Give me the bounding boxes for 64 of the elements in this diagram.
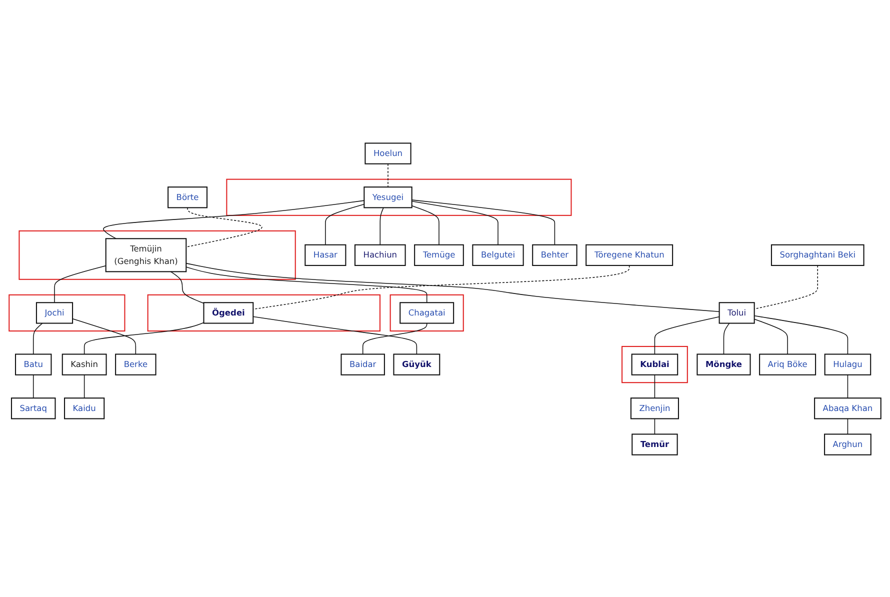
- node-box: Tolui: [718, 302, 755, 324]
- node-box: Baidar: [340, 353, 385, 375]
- connector: [754, 318, 788, 354]
- connector: [32, 374, 34, 398]
- node-box: Yesugei: [364, 186, 412, 208]
- connector: [754, 314, 848, 354]
- node-box: Ögedei: [203, 302, 254, 324]
- node-box: Chagatai: [400, 302, 454, 324]
- node-box: Zhenjin: [630, 397, 679, 419]
- cluster: [8, 294, 126, 331]
- node-box: Temür: [632, 433, 678, 455]
- connector: [362, 322, 428, 354]
- node-box: Hulagu: [824, 353, 872, 375]
- node-box: Arghun: [824, 433, 872, 455]
- connector: [654, 418, 656, 434]
- connector: [325, 203, 365, 245]
- connector: [252, 264, 630, 310]
- node-box: Möngke: [696, 353, 751, 375]
- connector: [411, 199, 556, 245]
- connector: [654, 374, 656, 398]
- connector: [54, 264, 106, 302]
- connector: [72, 318, 136, 354]
- node-box: Sorghaghtani Beki: [770, 244, 864, 266]
- cluster: [226, 178, 572, 216]
- node-box: Jochi: [36, 302, 74, 324]
- connector: [754, 264, 818, 309]
- connector: [186, 262, 720, 312]
- cluster: [18, 230, 296, 280]
- node-box: Börte: [168, 186, 208, 208]
- connector: [84, 374, 85, 398]
- node-box: Berke: [115, 353, 156, 375]
- cluster: [390, 294, 464, 331]
- connector: [847, 418, 848, 434]
- connector: [723, 322, 730, 354]
- connector: [654, 316, 720, 354]
- node-box: Kashin: [62, 353, 107, 375]
- cluster: [147, 294, 380, 331]
- node-box: Sartaq: [10, 397, 56, 419]
- node-box: Behter: [532, 244, 578, 266]
- node-box: Hasar: [304, 244, 346, 266]
- connector: [103, 200, 365, 239]
- connector: [84, 322, 204, 354]
- node-box: Temüjin (Genghis Khan): [105, 238, 187, 272]
- node-box: Kublai: [631, 353, 678, 375]
- node-box: Abaqa Khan: [814, 397, 882, 419]
- node-box: Ariq Böke: [759, 353, 816, 375]
- node-box: Batu: [15, 353, 52, 375]
- connector: [411, 204, 440, 245]
- connector: [170, 270, 204, 304]
- node-box: Töregene Khatun: [586, 244, 674, 266]
- node-box: Kaidu: [64, 397, 105, 419]
- connector: [186, 266, 428, 302]
- cluster: [622, 345, 688, 383]
- connector: [380, 206, 384, 245]
- node-box: Belgutei: [472, 244, 524, 266]
- node-box: Temüge: [414, 244, 464, 266]
- connector: [32, 322, 43, 354]
- node-box: Güyük: [393, 353, 440, 375]
- connector: [847, 374, 848, 398]
- connector: [252, 316, 418, 354]
- node-box: Hachiun: [354, 244, 406, 266]
- node-box: Hoelun: [364, 142, 412, 164]
- connector: [186, 206, 262, 247]
- connector: [411, 200, 498, 245]
